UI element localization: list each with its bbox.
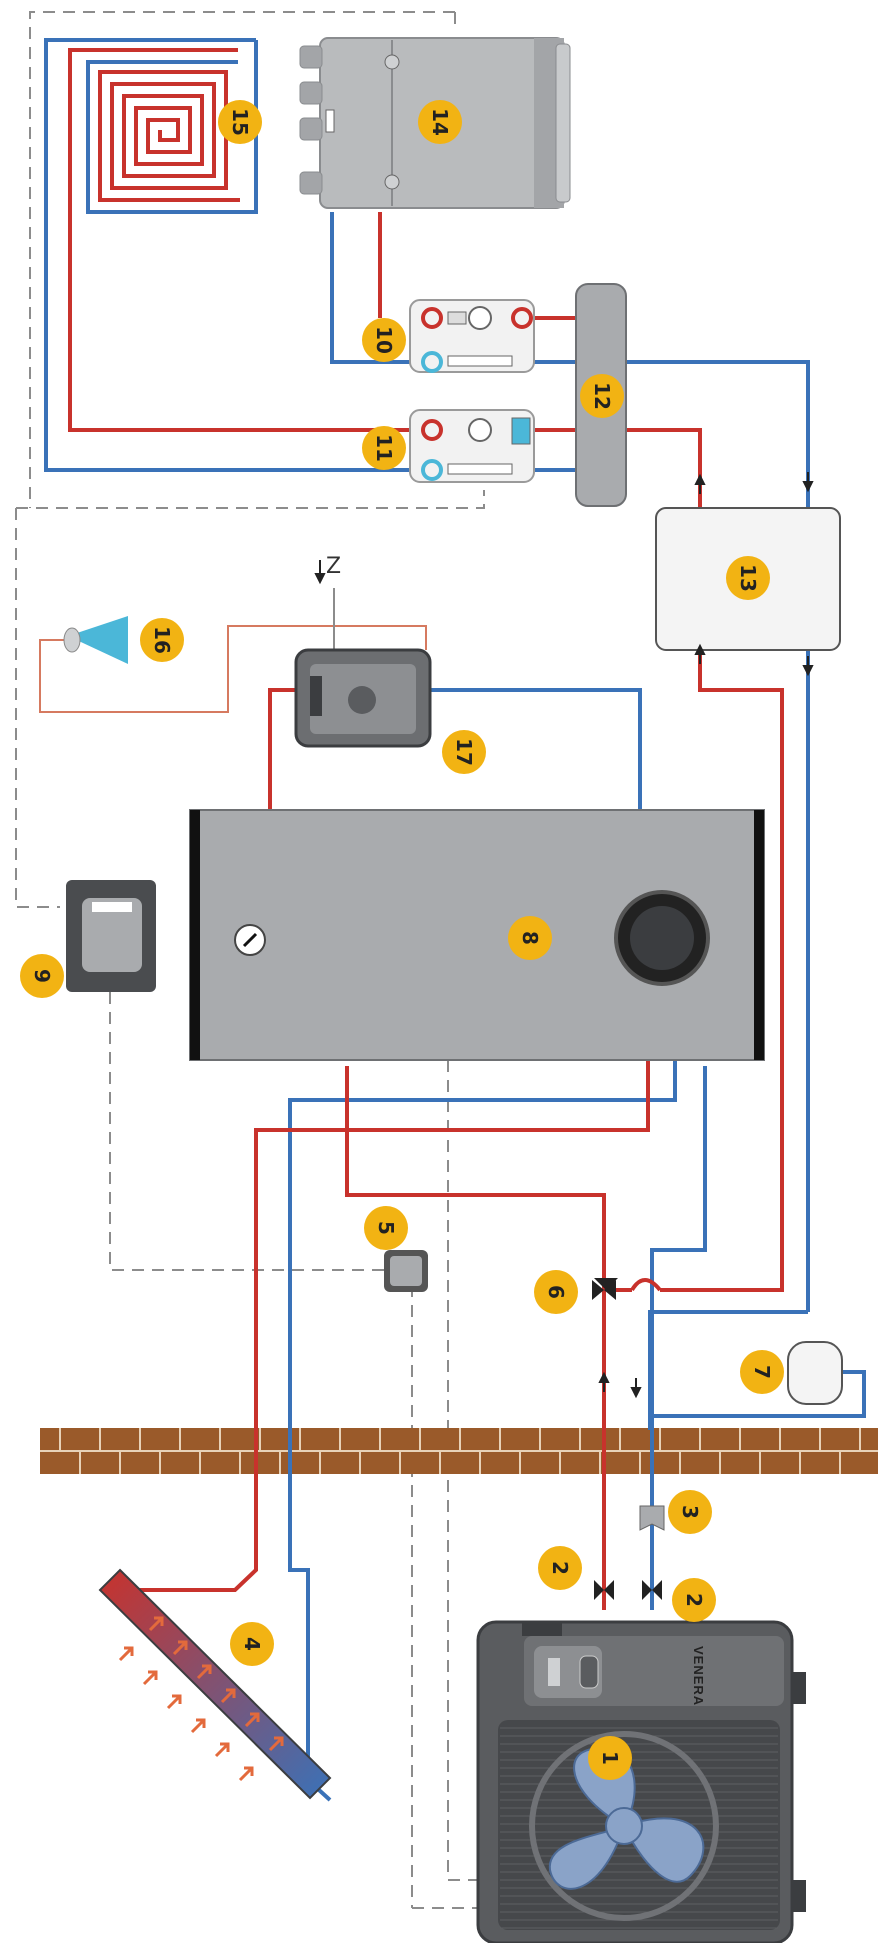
callout-badge-3: 3 <box>668 1490 712 1534</box>
fresh-water-station <box>296 650 430 746</box>
svg-text:6: 6 <box>544 1285 568 1299</box>
svg-text:14: 14 <box>428 108 452 136</box>
svg-text:12: 12 <box>590 382 614 410</box>
heat-ray <box>120 1648 132 1660</box>
callout-badge-11: 11 <box>362 426 406 470</box>
pump-group-11 <box>410 410 534 482</box>
svg-text:2: 2 <box>548 1561 572 1575</box>
svg-text:15: 15 <box>228 108 252 136</box>
svg-text:3: 3 <box>678 1505 702 1519</box>
heat-ray <box>240 1768 252 1780</box>
heat-ray <box>216 1744 228 1756</box>
callout-badge-9: 9 <box>20 954 64 998</box>
pump-group-10 <box>410 300 534 372</box>
callout-badge-2a: 2 <box>538 1546 582 1590</box>
shower-head-icon <box>64 616 128 664</box>
callout-badge-2b: 2 <box>672 1578 716 1622</box>
svg-text:1: 1 <box>598 1751 622 1765</box>
cold-water-inlet-label: Z <box>326 554 341 579</box>
callout-badge-6: 6 <box>534 1270 578 1314</box>
callout-badge-13: 13 <box>726 556 770 600</box>
brand-logo: VENERA <box>691 1646 706 1706</box>
svg-text:10: 10 <box>372 326 396 354</box>
callout-badge-10: 10 <box>362 318 406 362</box>
callout-badge-7: 7 <box>740 1350 784 1394</box>
svg-text:2: 2 <box>682 1593 706 1607</box>
system-controller <box>66 880 156 992</box>
outdoor-sensor <box>384 1250 428 1292</box>
heat-ray <box>144 1672 156 1684</box>
callout-badge-17: 17 <box>442 730 486 774</box>
solar-collector-icon <box>100 1570 330 1798</box>
callout-badge-15: 15 <box>218 100 262 144</box>
svg-text:4: 4 <box>240 1637 264 1651</box>
callout-badge-14: 14 <box>418 100 462 144</box>
svg-text:11: 11 <box>372 434 396 462</box>
heat-ray <box>192 1720 204 1732</box>
outdoor-heat-pump-icon <box>478 1622 806 1943</box>
callout-badge-1: 1 <box>588 1736 632 1780</box>
svg-text:8: 8 <box>518 931 542 945</box>
svg-text:13: 13 <box>736 564 760 592</box>
expansion-vessel <box>788 1342 842 1404</box>
callout-badge-16: 16 <box>140 618 184 662</box>
heat-ray <box>168 1696 180 1708</box>
brick-wall <box>40 1428 878 1474</box>
svg-text:16: 16 <box>150 626 174 654</box>
svg-text:5: 5 <box>374 1221 398 1235</box>
svg-text:9: 9 <box>30 969 54 983</box>
callout-badge-5: 5 <box>364 1206 408 1250</box>
svg-text:7: 7 <box>750 1365 774 1379</box>
water-tank-icon <box>190 810 764 1060</box>
callout-badge-12: 12 <box>580 374 624 418</box>
callout-badge-8: 8 <box>508 916 552 960</box>
callout-badge-4: 4 <box>230 1622 274 1666</box>
svg-text:17: 17 <box>452 738 476 766</box>
